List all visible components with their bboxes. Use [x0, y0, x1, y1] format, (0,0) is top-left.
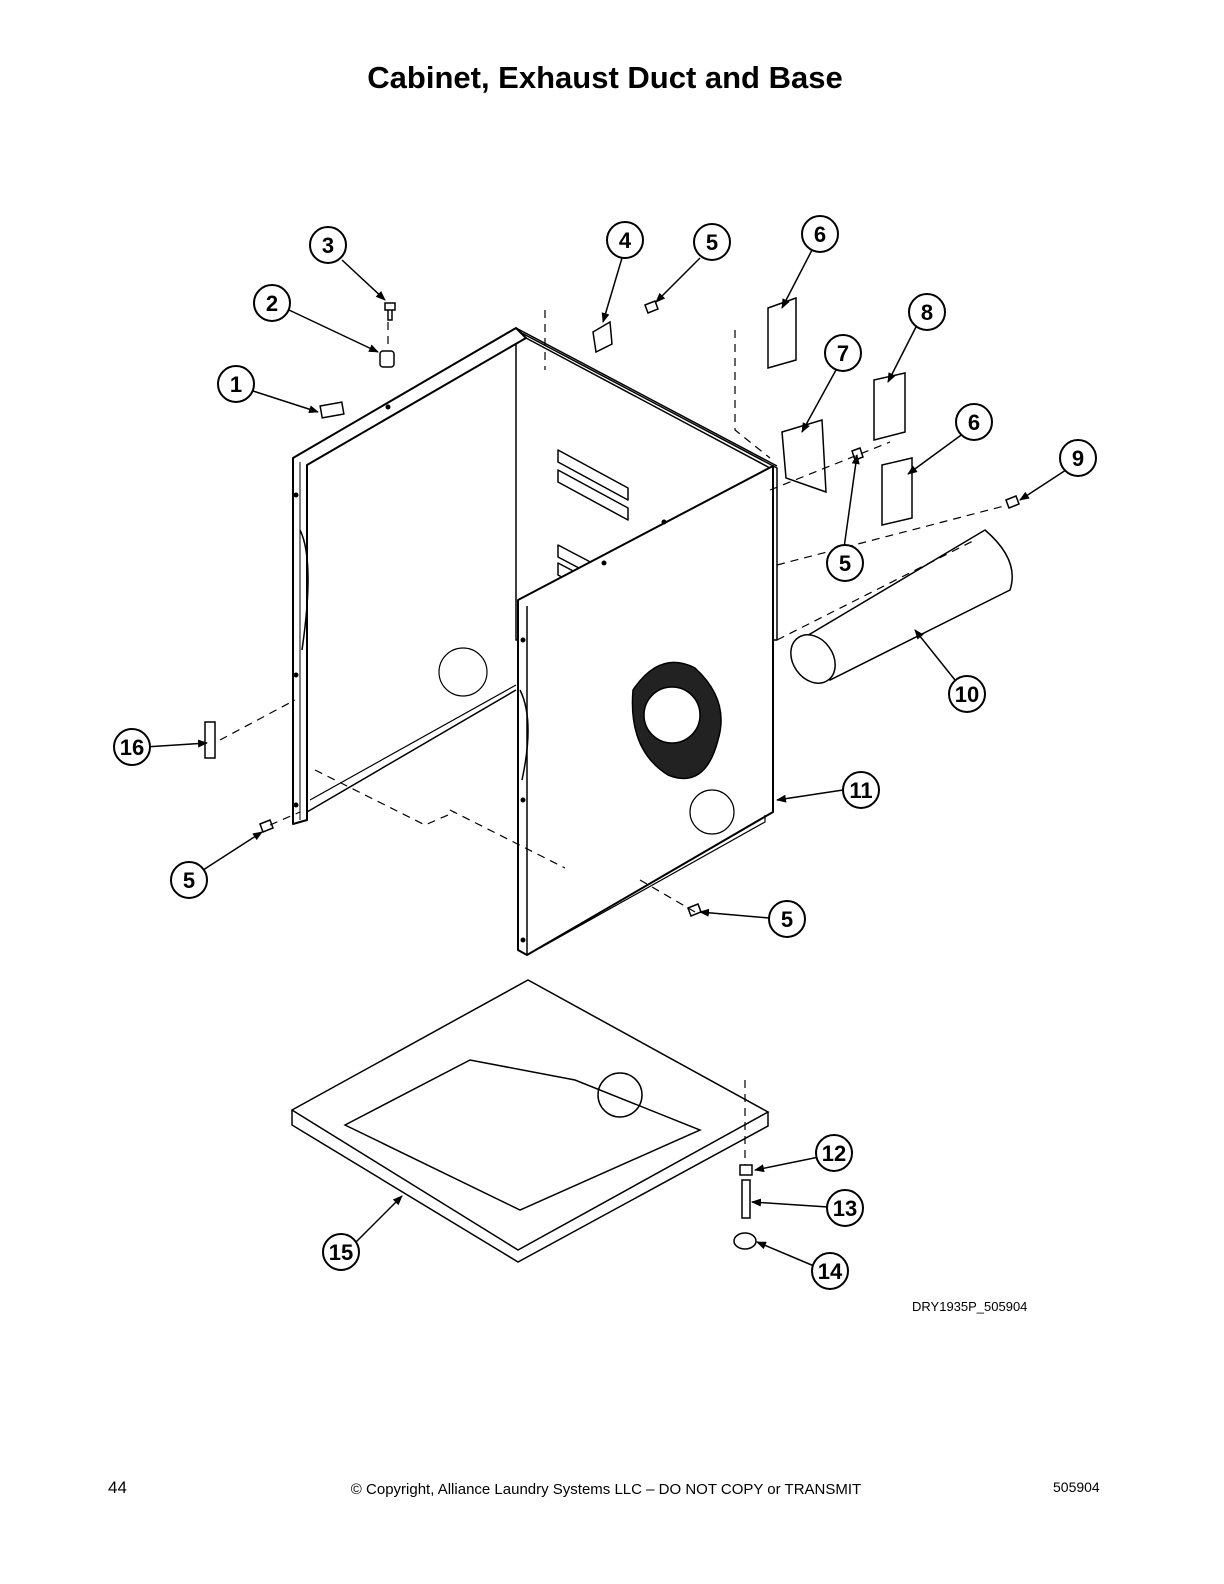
svg-text:1: 1 — [230, 372, 242, 397]
part-13-leveling-bolt — [741, 1179, 751, 1219]
part-14-washer — [733, 1232, 757, 1250]
callout-7: 7 — [824, 334, 862, 372]
callout-6-a: 6 — [801, 215, 839, 253]
part-12-nut — [739, 1164, 753, 1176]
part-5-screw — [687, 903, 702, 917]
part-15-base-pan — [290, 979, 770, 1263]
callouts: 1 2 3 4 5 6 8 7 6 9 5 10 16 11 5 5 12 13… — [113, 215, 1097, 1290]
part-6-label-upper — [767, 296, 797, 369]
assembly-lines — [219, 310, 1009, 1165]
drawing-id: DRY1935P_505904 — [912, 1299, 1028, 1314]
cabinet-left-side-panel — [292, 327, 527, 825]
part-9-screw — [1005, 495, 1020, 509]
part-2-spacer — [379, 350, 395, 368]
part-16-label — [204, 721, 216, 759]
part-8-label — [873, 372, 906, 441]
leader-lines — [144, 249, 1070, 1267]
svg-text:10: 10 — [955, 682, 979, 707]
callout-9: 9 — [1059, 439, 1097, 477]
copyright-notice: © Copyright, Alliance Laundry Systems LL… — [350, 1481, 862, 1498]
svg-text:6: 6 — [814, 222, 826, 247]
page-number: 44 — [108, 1478, 127, 1497]
callout-10: 10 — [948, 675, 986, 713]
svg-text:3: 3 — [322, 233, 334, 258]
svg-text:16: 16 — [120, 735, 144, 760]
svg-text:4: 4 — [619, 228, 632, 253]
callout-5-a: 5 — [693, 223, 731, 261]
part-1-clip — [319, 401, 345, 419]
callout-1: 1 — [217, 365, 255, 403]
callout-5-b: 5 — [826, 544, 864, 582]
svg-text:5: 5 — [781, 907, 793, 932]
part-3-screw — [384, 302, 396, 321]
callout-2: 2 — [253, 284, 291, 322]
callout-5-d: 5 — [768, 900, 806, 938]
part-7-cover-plate — [781, 419, 827, 494]
callout-4: 4 — [606, 221, 644, 259]
part-10-exhaust-duct — [790, 529, 1013, 684]
svg-text:9: 9 — [1072, 446, 1084, 471]
document-number: 505904 — [1053, 1479, 1100, 1495]
svg-text:6: 6 — [968, 410, 980, 435]
callout-13: 13 — [826, 1189, 864, 1227]
callout-12: 12 — [815, 1134, 853, 1172]
cabinet-drawing — [292, 327, 778, 956]
svg-text:13: 13 — [833, 1196, 857, 1221]
callout-16: 16 — [113, 728, 151, 766]
part-5-screw — [259, 819, 274, 833]
hardware-parts — [204, 296, 1020, 1263]
svg-text:7: 7 — [837, 341, 849, 366]
callout-5-c: 5 — [170, 861, 208, 899]
callout-3: 3 — [309, 226, 347, 264]
svg-text:8: 8 — [921, 300, 933, 325]
svg-text:14: 14 — [818, 1259, 843, 1284]
part-5-screw — [644, 300, 659, 314]
callout-11: 11 — [842, 771, 880, 809]
svg-text:15: 15 — [329, 1240, 353, 1265]
callout-6-b: 6 — [955, 403, 993, 441]
part-4-bracket — [592, 320, 613, 354]
svg-text:2: 2 — [266, 291, 278, 316]
callout-14: 14 — [811, 1252, 849, 1290]
callout-15: 15 — [322, 1233, 360, 1271]
svg-text:11: 11 — [849, 778, 872, 803]
callout-8: 8 — [908, 293, 946, 331]
svg-text:12: 12 — [822, 1141, 846, 1166]
svg-text:5: 5 — [839, 551, 851, 576]
svg-text:5: 5 — [183, 868, 195, 893]
svg-text:5: 5 — [706, 230, 718, 255]
part-6-label-lower — [881, 457, 913, 526]
page-title: Cabinet, Exhaust Duct and Base — [367, 60, 843, 95]
